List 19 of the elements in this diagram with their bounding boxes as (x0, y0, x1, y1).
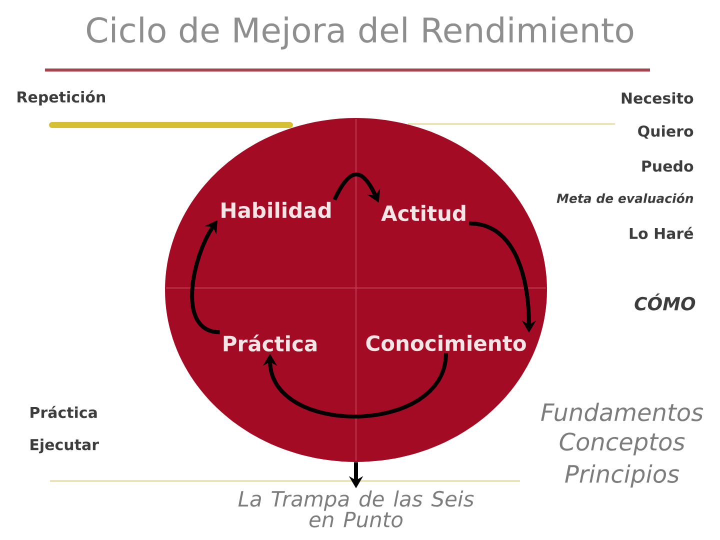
side-label: Quiero (638, 125, 694, 139)
quadrant-label: Conocimiento (366, 334, 526, 352)
quadrant-label: Habilidad (222, 202, 331, 218)
side-label: Práctica (30, 406, 97, 418)
quadrant-label: Práctica (224, 334, 316, 352)
note-text: La Trampa de las Seis en Punto (238, 490, 474, 528)
side-label: Puedo (642, 160, 694, 172)
quadrant-label: Actitud (381, 204, 466, 222)
title: Ciclo de Mejora del Rendimiento (86, 16, 634, 50)
side-label: Ejecutar (30, 438, 99, 454)
side-label: Necesito (622, 92, 694, 104)
cycle-arrow (262, 352, 448, 418)
side-label: Meta de evaluación (556, 192, 694, 204)
side-label: Lo Haré (630, 226, 694, 240)
side-label: Conceptos (560, 432, 685, 456)
side-label: Fundamentos (541, 402, 704, 422)
side-label: CÓMO (634, 294, 696, 310)
side-label: Principios (565, 464, 680, 488)
side-label: Repetición (18, 90, 105, 106)
